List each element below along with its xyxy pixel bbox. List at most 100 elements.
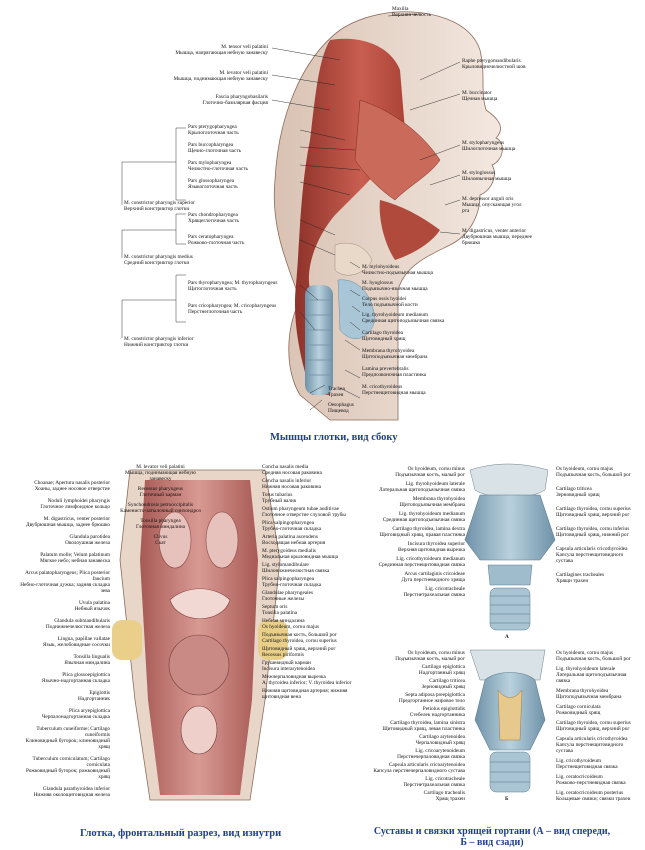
label-line: Глоточный карман (139, 492, 182, 498)
label-line: M. digastricus, venter posterior (43, 516, 110, 522)
label-line: Capsula articularis cricothyroidea (556, 736, 628, 742)
label-line: Капсула перстнещитовидного сустава (556, 742, 624, 754)
larynx-back-drawing (469, 649, 546, 793)
label-line: Plica salpingopharyngea (262, 576, 314, 582)
label-line: Concha nasalis inferior (262, 478, 312, 484)
label-line: Щитоподъязычная мембрана (556, 694, 622, 700)
larynx-front-drawing (464, 463, 556, 631)
label-line: Glandula parotidea (69, 534, 110, 540)
label-line: Трубный валик (262, 498, 297, 504)
label-line: Cartilago thyroidea, lamina dextra (392, 526, 465, 532)
label-line: Мышца, поднимающая небную занавеску (124, 470, 196, 482)
label-line: Верхняя щитовидная вырезка (397, 547, 465, 553)
label-line: Язычно-надгортанная складка (41, 678, 110, 684)
label-line: Надгортанный хрящ (418, 670, 465, 676)
label-line: Двубрюшная мышца, заднее брюшко (26, 522, 110, 528)
label-line: Lig. thyrohyoideum medianum (398, 511, 465, 517)
label-line: Torus tubarius (262, 492, 293, 498)
label-line: Зерновидный хрящ (421, 684, 465, 690)
label-line: Медиальная крыловидная мышца (262, 554, 339, 560)
label-line: Черпаловидный хрящ (415, 740, 465, 746)
label-line: Перстнещитовидная связка (556, 764, 618, 770)
label-line: Capsula articularis cricoarytenoidea (388, 762, 465, 768)
label-line: Cartilago triticea (429, 678, 465, 684)
label-line: Черпалонадгортанная складка (41, 714, 110, 720)
label-line: Glandula submandibularis (54, 618, 110, 624)
label-line: Щитовидный хрящ, верхний рог (556, 726, 630, 732)
caption-larynx-joints: Суставы и связки хрящей гортани (А – вид… (373, 826, 611, 848)
label-line: Lig. cricoarytenoideum (415, 748, 465, 754)
label-line: Noduli lymphoidei pharyngis (47, 498, 110, 504)
label-line: Synchondrosis petrooccipitalis (127, 502, 194, 508)
label-line: Небный язычок (74, 606, 110, 612)
label-line: Arcus cartilaginis cricoideae (404, 571, 465, 577)
larynx-a-marker: А (505, 634, 509, 640)
label-line: Подъязычная кость, большой рог (262, 632, 337, 638)
label-line: Каменисто-затылочный синхондроз (120, 508, 201, 514)
label-line: Lig. thyrohyoideum laterale (556, 666, 616, 672)
label-line: Трубно-глоточная складка (262, 582, 322, 588)
label-line: Recessus piriformis (262, 652, 304, 658)
label-line: Язык, желобовидные сосочки (42, 642, 110, 648)
label-line: Cartilago corniculata (556, 704, 601, 710)
label-line: Глоточная миндалина (135, 524, 186, 530)
label-line: Нижняя носовая раковина (262, 484, 321, 490)
label-line: Incisura thyroidea superior (407, 541, 465, 547)
label-line: Tonsilla lingualis (73, 654, 110, 660)
label-line: Поднижнечелюстная железа (45, 624, 110, 630)
label-line: Подъязычная кость, большой рог (556, 472, 631, 478)
label-line: Lig. cricothyroideum (556, 758, 602, 764)
label-line: Cartilago thyroidea, cornu inferius (556, 526, 630, 532)
label-line: Трубно-глоточная складка (262, 526, 322, 532)
label-line: Хоаны, заднее носовое отверстие (34, 486, 110, 492)
label-line: Околоушная железа (65, 540, 110, 546)
label-line: Язычная миндалина (64, 660, 110, 666)
label-line: Lig. cricothyroideum medianum (396, 556, 465, 562)
caption-pharynx-frontal: Глотка, фронтальный разрез, вид изнутри (80, 828, 282, 839)
label-line: Uvula palatina (78, 600, 110, 606)
label-line: Petiolus epiglottidis (422, 706, 465, 712)
label-line: Os hyoideum, cornu majus (556, 650, 614, 656)
label-line: Капсула перстнечерпаловидного сустава (373, 768, 465, 774)
larynx-b-marker: Б (505, 796, 509, 802)
label-line: Предгортанное жировое тело (398, 698, 465, 704)
label-line: Рожково-перстневидная связка (556, 780, 626, 786)
label-line: Перстнечерпаловидная связка (397, 754, 465, 760)
label-line: Plica aryepiglottica (68, 708, 110, 714)
label-line: Рожковидный бугорок; рожковидный хрящ (25, 768, 110, 780)
label-line: Перстнетрахеальная связка (403, 782, 465, 788)
label-line: Подъязычная кость, большой рог (556, 656, 631, 662)
label-line: Надгортанник (78, 696, 110, 702)
label-line: Капсула перстнещитовидного сустава (556, 552, 624, 564)
label-line: Хрящи трахеи (556, 578, 589, 584)
label-line: Plica glossoepiglottica (62, 672, 110, 678)
label-brackets (121, 127, 186, 338)
label-line: Скат (155, 540, 166, 546)
label-line: Plica salpingopharyngea (262, 520, 314, 526)
label-line: Нижняя щитовидная артерия; нижняя щитови… (262, 688, 348, 700)
label-line: Щитоподъязычная мембрана (399, 502, 465, 508)
label-line: Lig. ceratocricoideum posterius (556, 790, 624, 796)
label-line: Кольцевые связки; связки трахеи (556, 796, 631, 802)
label-line: Lig. thyrohyoideum laterale (405, 481, 465, 487)
